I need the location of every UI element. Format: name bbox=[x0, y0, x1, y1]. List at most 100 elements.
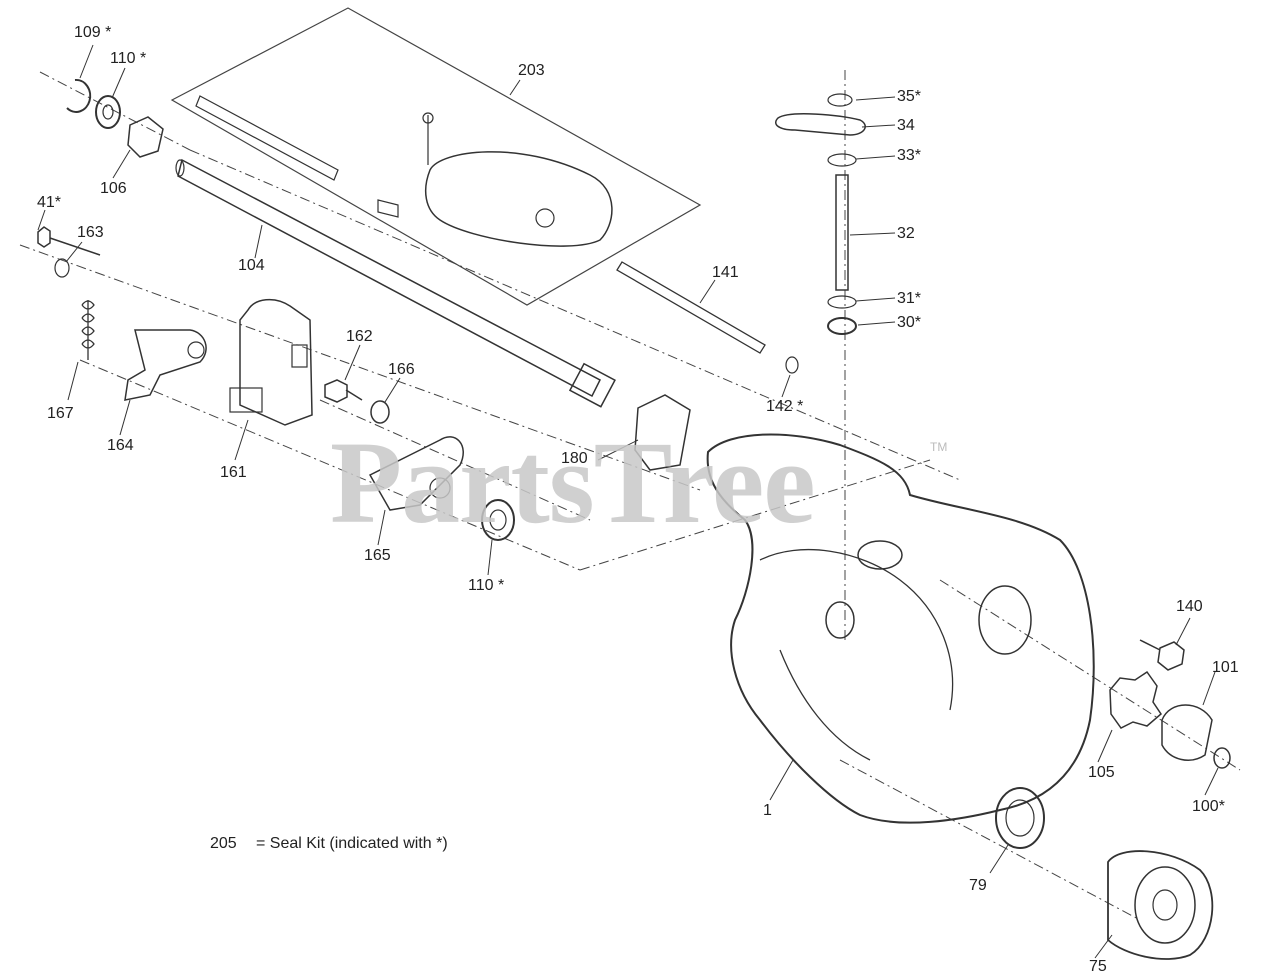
leader-1 bbox=[769, 759, 794, 801]
leader-109 bbox=[79, 44, 94, 79]
callout-110-bottom: 110 * bbox=[468, 577, 505, 594]
callout-142: 142 * bbox=[766, 398, 804, 415]
seal-79 bbox=[995, 787, 1045, 849]
callout-110: 110 * bbox=[110, 50, 147, 67]
bevel-gear-101 bbox=[1161, 704, 1213, 761]
callout-109: 109 * bbox=[74, 24, 112, 41]
callout-163: 163 bbox=[77, 224, 104, 241]
plate-165 bbox=[368, 436, 464, 511]
callout-161: 161 bbox=[220, 464, 247, 481]
leader-33 bbox=[855, 155, 896, 160]
clip-31 bbox=[827, 295, 857, 309]
watermark: PartsTree bbox=[330, 417, 816, 548]
spacer-166 bbox=[370, 400, 390, 424]
spring-167 bbox=[81, 300, 95, 360]
leader-142 bbox=[781, 374, 791, 398]
kit-203-outline bbox=[170, 7, 702, 306]
leader-110a bbox=[111, 67, 126, 99]
bushing-106 bbox=[127, 116, 164, 158]
seal-kit-note: = Seal Kit (indicated with *) bbox=[256, 835, 448, 852]
leader-104 bbox=[254, 224, 263, 259]
leader-110b bbox=[487, 539, 493, 576]
pump-75 bbox=[1107, 850, 1214, 960]
callout-32: 32 bbox=[897, 225, 915, 242]
seal-110-top bbox=[95, 95, 121, 129]
callout-79: 79 bbox=[969, 877, 987, 894]
leader-32 bbox=[849, 232, 896, 236]
washer-163 bbox=[54, 258, 70, 278]
callout-1: 1 bbox=[763, 802, 772, 819]
bracket-180 bbox=[634, 394, 691, 471]
callout-106: 106 bbox=[100, 180, 127, 197]
lever-34 bbox=[775, 113, 866, 136]
callout-166: 166 bbox=[388, 361, 415, 378]
leader-164 bbox=[119, 399, 131, 436]
axis-line-return bbox=[579, 459, 931, 571]
cover-203 bbox=[424, 151, 613, 247]
axis-line-right bbox=[939, 579, 1241, 771]
callout-180: 180 bbox=[561, 450, 588, 467]
leader-203 bbox=[509, 79, 521, 96]
washer-35 bbox=[827, 93, 853, 107]
bolt-162 bbox=[324, 379, 363, 403]
callout-100: 100* bbox=[1192, 798, 1225, 815]
bolt-140 bbox=[1139, 639, 1185, 671]
callout-140: 140 bbox=[1176, 598, 1203, 615]
leader-31 bbox=[855, 297, 896, 302]
callout-104: 104 bbox=[238, 257, 265, 274]
leader-180 bbox=[597, 439, 639, 461]
watermark-trademark: TM bbox=[930, 440, 948, 454]
callout-101: 101 bbox=[1212, 659, 1239, 676]
leader-140 bbox=[1175, 617, 1191, 646]
callout-31: 31* bbox=[897, 290, 922, 307]
callout-167: 167 bbox=[47, 405, 74, 422]
seal-110-bottom bbox=[481, 499, 515, 541]
callout-165: 165 bbox=[364, 547, 391, 564]
pin-41 bbox=[37, 226, 101, 256]
leader-35 bbox=[855, 96, 896, 101]
callout-33: 33* bbox=[897, 147, 922, 164]
leader-141 bbox=[699, 279, 716, 304]
washer-142 bbox=[785, 356, 799, 374]
callout-162: 162 bbox=[346, 328, 373, 345]
clip-100 bbox=[1213, 747, 1231, 769]
axis-line-bolt bbox=[319, 399, 591, 521]
shaft-104 bbox=[177, 158, 601, 398]
callout-35: 35* bbox=[897, 88, 922, 105]
seal-30 bbox=[827, 317, 857, 335]
lever-164 bbox=[124, 329, 207, 401]
clip-33 bbox=[827, 153, 857, 167]
shaft-32 bbox=[835, 174, 849, 291]
leader-106 bbox=[112, 149, 131, 179]
axis-line-top-left bbox=[39, 71, 191, 151]
callout-141: 141 bbox=[712, 264, 739, 281]
callout-75: 75 bbox=[1089, 958, 1107, 975]
callout-203: 203 bbox=[518, 62, 545, 79]
leader-79 bbox=[989, 844, 1009, 874]
leader-100 bbox=[1204, 767, 1219, 796]
axis-line-lever bbox=[19, 244, 701, 491]
leader-163 bbox=[65, 241, 83, 263]
seal-kit-number: 205 bbox=[210, 835, 237, 852]
bracket-161 bbox=[239, 298, 313, 426]
leader-167 bbox=[67, 361, 79, 401]
callout-105: 105 bbox=[1088, 764, 1115, 781]
leader-41 bbox=[37, 209, 46, 231]
housing-1 bbox=[706, 433, 1095, 824]
callout-164: 164 bbox=[107, 437, 134, 454]
leader-34 bbox=[861, 124, 896, 128]
axis-line-bottom bbox=[839, 759, 1141, 921]
circlip-109 bbox=[66, 78, 92, 113]
callout-30: 30* bbox=[897, 314, 922, 331]
leader-30 bbox=[857, 321, 896, 326]
gear-105 bbox=[1109, 670, 1162, 729]
leader-166 bbox=[384, 377, 401, 403]
leader-75 bbox=[1094, 934, 1113, 959]
callout-41: 41* bbox=[37, 194, 62, 211]
leader-101 bbox=[1202, 671, 1216, 706]
leader-165 bbox=[377, 509, 386, 546]
callout-34: 34 bbox=[897, 117, 915, 134]
rod-203 bbox=[195, 95, 339, 181]
leader-162 bbox=[344, 344, 361, 381]
